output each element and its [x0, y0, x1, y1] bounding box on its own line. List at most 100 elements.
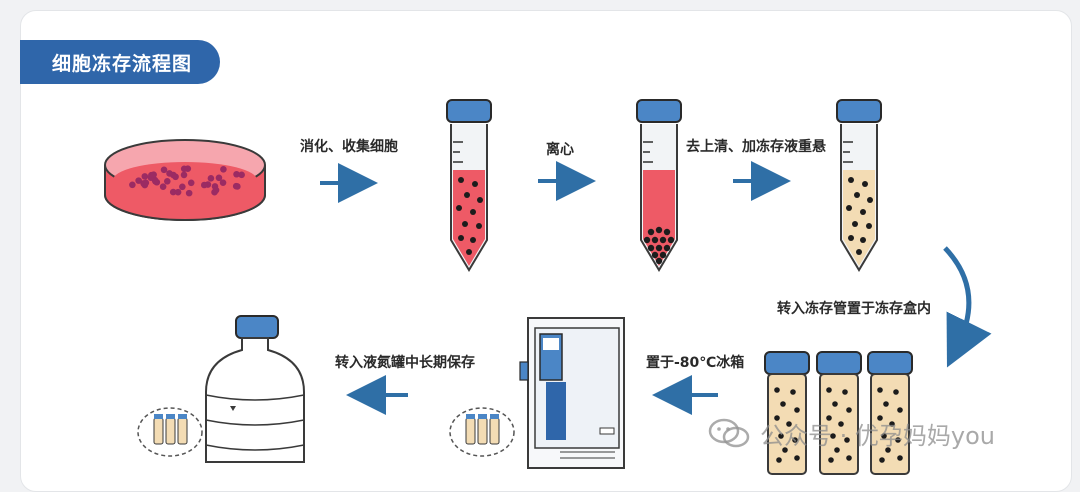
cell-dot: [647, 228, 655, 236]
cell-dot: [877, 415, 883, 421]
cell-dot: [832, 401, 838, 407]
cell-dot: [830, 433, 836, 439]
cell-dot: [166, 170, 173, 177]
mini-vials-freezer-icon: [449, 407, 515, 457]
cell-dot: [776, 457, 782, 463]
cell-dot: [470, 237, 476, 243]
cell-dot: [655, 226, 663, 234]
mini-vials-tank-icon: [137, 407, 203, 457]
cell-dot: [794, 407, 800, 413]
cell-dot: [163, 177, 171, 185]
cell-dot: [215, 174, 223, 182]
cell-dot: [647, 244, 655, 252]
step-resuspend-label: 去上清、加冻存液重悬: [686, 139, 826, 155]
cell-dot: [233, 170, 240, 178]
cell-dot: [185, 189, 193, 197]
cell-dot: [464, 192, 470, 198]
cell-dot: [142, 179, 150, 187]
centrifuge-tube-pellet-icon: [636, 99, 682, 272]
watermark: 公众号 · 优孕妈妈you: [708, 415, 995, 451]
cell-dot: [458, 177, 464, 183]
cell-dot: [860, 237, 866, 243]
cell-dot: [212, 186, 220, 194]
step-transfer-box-label: 转入冻存管置于冻存盒内: [777, 301, 931, 317]
cell-dot: [180, 165, 188, 173]
cell-dot: [854, 192, 860, 198]
cell-dot: [129, 181, 136, 189]
step-freezer-label: 置于-80℃冰箱: [646, 355, 745, 371]
step-digest-label: 消化、收集细胞: [300, 139, 398, 155]
cell-dot: [141, 173, 149, 180]
cell-dot: [856, 249, 862, 255]
cell-dot: [238, 171, 245, 179]
cell-dot: [866, 223, 872, 229]
cell-dot: [659, 251, 667, 259]
cell-dot: [159, 183, 167, 190]
cell-dot: [458, 235, 464, 241]
cell-dot: [466, 249, 472, 255]
cell-dot: [782, 447, 788, 453]
cell-dot: [667, 236, 675, 244]
cell-dot: [150, 171, 157, 178]
cell-dot: [897, 455, 903, 461]
cell-dot: [655, 244, 663, 252]
cell-dot: [842, 389, 848, 395]
cell-dot: [826, 387, 832, 393]
cell-dot: [472, 181, 478, 187]
cell-dot: [828, 457, 834, 463]
freezer-icon: [519, 317, 625, 469]
cell-dot: [234, 183, 241, 190]
cell-dot: [663, 244, 671, 252]
cell-dot: [852, 221, 858, 227]
cell-dot: [663, 228, 671, 236]
cell-dot: [470, 209, 476, 215]
cell-dot: [867, 197, 873, 203]
cell-dot: [778, 433, 784, 439]
cell-dot: [659, 236, 667, 244]
step-nitrogen-label: 转入液氮罐中长期保存: [335, 355, 475, 371]
cell-dot: [846, 407, 852, 413]
cell-dot: [897, 407, 903, 413]
resuspended-tube-icon: [836, 99, 882, 272]
cell-dot: [207, 175, 215, 182]
watermark-text: 公众号 · 优孕妈妈you: [760, 421, 995, 450]
cell-dot: [169, 188, 177, 196]
cell-dot: [885, 447, 891, 453]
cell-dot: [152, 177, 159, 185]
cell-dot: [838, 421, 844, 427]
cryovials-icon: [764, 351, 913, 475]
cell-dot: [456, 205, 462, 211]
cell-dot: [844, 437, 850, 443]
cell-dot: [220, 165, 227, 173]
cell-dot: [200, 181, 208, 189]
diagram-title: 细胞冻存流程图: [20, 40, 220, 84]
cell-dot: [187, 179, 195, 187]
centrifuge-tube-icon: [446, 99, 492, 272]
cell-dot: [651, 236, 659, 244]
cell-dot: [219, 179, 227, 186]
cell-dot: [860, 209, 866, 215]
wechat-icon: [708, 418, 750, 448]
cell-dot: [655, 257, 663, 265]
cell-dot: [790, 389, 796, 395]
cell-dot: [792, 437, 798, 443]
cell-dot: [889, 421, 895, 427]
petri-dish-icon: [104, 139, 266, 221]
cell-dot: [879, 457, 885, 463]
cell-dot: [651, 251, 659, 259]
cell-dot: [895, 437, 901, 443]
cell-dot: [846, 455, 852, 461]
cell-dot: [826, 415, 832, 421]
liquid-nitrogen-tank-icon: [205, 315, 305, 463]
cell-dot: [780, 401, 786, 407]
cell-dot: [643, 236, 651, 244]
cell-dot: [846, 205, 852, 211]
cell-dot: [877, 387, 883, 393]
cell-dot: [848, 177, 854, 183]
cell-dot: [174, 188, 182, 196]
cell-dot: [135, 177, 142, 184]
cell-dot: [848, 235, 854, 241]
cell-dot: [794, 455, 800, 461]
cell-dot: [462, 221, 468, 227]
cell-dot: [179, 183, 186, 191]
